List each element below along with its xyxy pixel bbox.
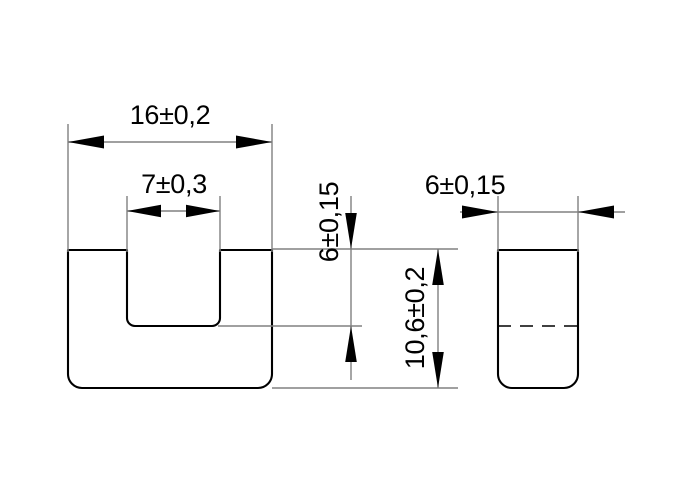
arrow-overall-width-right bbox=[236, 135, 272, 149]
arrow-thickness-right bbox=[578, 205, 614, 219]
arrow-slot-depth-top bbox=[345, 213, 357, 249]
front-view-outline bbox=[66, 248, 274, 390]
dim-text-thickness: 6±0,15 bbox=[425, 170, 506, 200]
arrow-slot-width-left bbox=[127, 204, 161, 218]
side-view-outline bbox=[496, 248, 580, 390]
dim-text-slot-width: 7±0,3 bbox=[141, 169, 207, 199]
arrow-overall-height-bottom bbox=[432, 352, 444, 388]
arrow-slot-depth-bottom bbox=[345, 326, 357, 362]
dim-text-overall-height: 10,6±0,2 bbox=[400, 267, 430, 370]
dim-text-overall-width: 16±0,2 bbox=[130, 100, 211, 130]
arrow-thickness-left bbox=[462, 205, 498, 219]
arrow-overall-width-left bbox=[68, 135, 104, 149]
dim-text-slot-depth: 6±0,15 bbox=[314, 182, 344, 263]
arrow-slot-width-right bbox=[186, 204, 220, 218]
arrow-overall-height-top bbox=[432, 249, 444, 285]
